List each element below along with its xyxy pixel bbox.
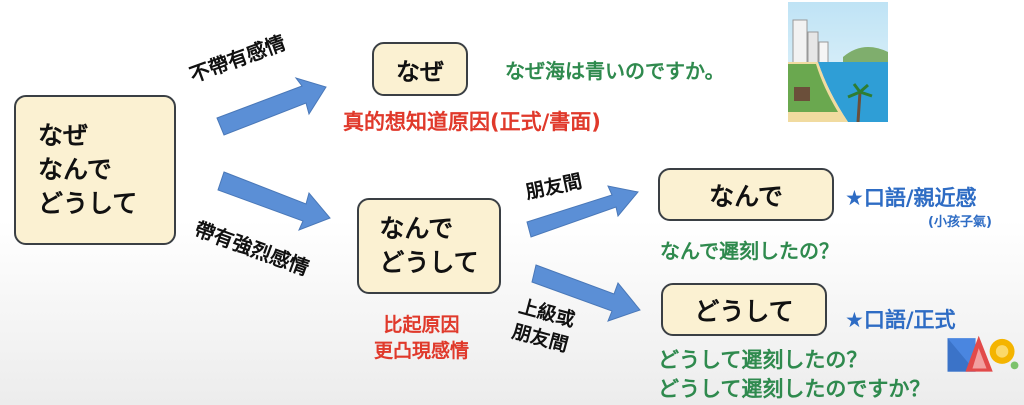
source-line: なんで (38, 155, 112, 184)
arrow-bottom (217, 171, 331, 231)
box-line: どうして (379, 248, 479, 277)
naze-example: なぜ海は青いのですか。 (505, 59, 725, 83)
arrow-top (216, 77, 327, 136)
doushite-example: どうして遲刻したの？ (658, 348, 868, 372)
source-line: どうして (38, 189, 138, 218)
note-line: 比起原因 (383, 314, 460, 336)
nande-box: なんで (658, 168, 834, 221)
arrow-friends (526, 185, 639, 238)
nande-example: なんで遲刻したの？ (660, 239, 839, 263)
note-line: 更凸現感情 (374, 340, 470, 362)
doushite-box: どうして (661, 283, 827, 336)
source-box: なぜ なんで どうして (14, 95, 176, 245)
nande-doushite-box: なんで どうして (357, 198, 501, 294)
naze-box: なぜ (372, 42, 468, 96)
beach-illustration (788, 2, 888, 122)
beach-image-icon (788, 19, 888, 122)
naze-note: 真的想知道原因(正式/書面) (343, 110, 601, 134)
doushite-tag: ★口語/正式 (845, 308, 956, 332)
source-line: なぜ (38, 121, 89, 150)
doushite-example: どうして遲刻したのですか？ (658, 377, 931, 401)
nande-tag-sub: (小孩子氣) (928, 215, 992, 230)
box-line: なんで (379, 214, 454, 243)
nande-tag: ★口語/親近感 (845, 186, 977, 210)
emotion-note: 比起原因 更凸現感情 (374, 312, 469, 364)
channel-logo-icon (947, 335, 1019, 372)
arrow-formal (531, 264, 641, 322)
